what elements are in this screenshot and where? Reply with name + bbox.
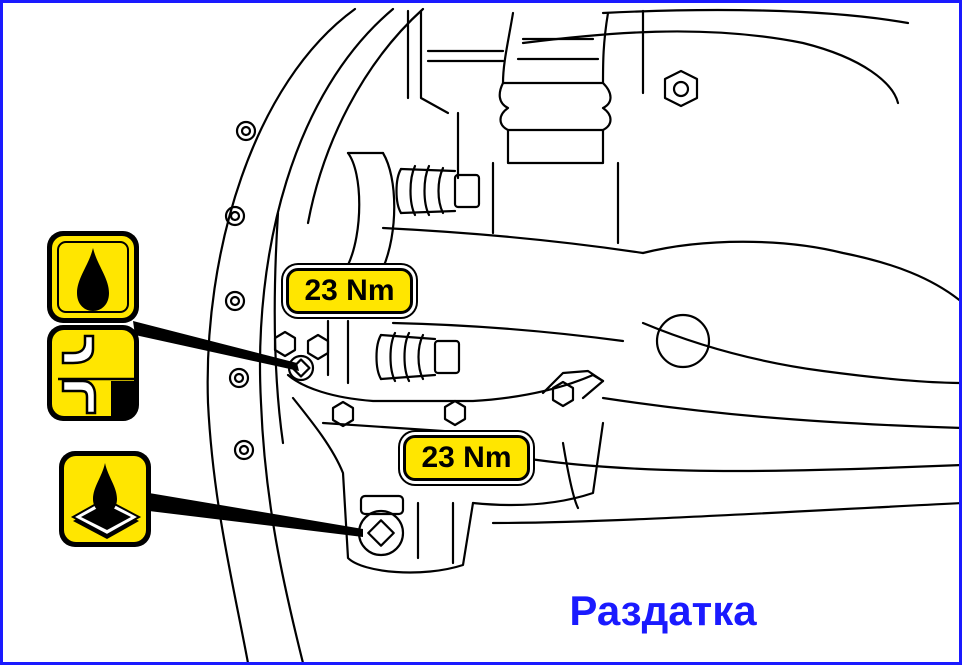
drain-plug-torque-label: 23 Nm (403, 435, 530, 481)
transfer-case-illustration (47, 7, 959, 662)
case-bolt-icon (273, 330, 575, 428)
flange-bolt-icon (224, 120, 257, 461)
housing-outline (206, 7, 425, 662)
rubber-boot (491, 11, 620, 245)
drain-plug (357, 494, 405, 557)
drain-plug-leader (149, 493, 363, 537)
fill-plug-leader (133, 321, 299, 371)
transfer-case-body (286, 369, 605, 574)
lower-spring-bolt (326, 319, 461, 385)
mounting-bolt-icon (663, 69, 699, 108)
diagram-caption: Раздатка (569, 587, 757, 634)
oil-drop-icon (47, 231, 139, 323)
oil-drain-icon (59, 451, 151, 547)
upper-spring-bolt (346, 151, 481, 270)
fill-plug-torque-label: 23 Nm (286, 268, 413, 314)
bracket-lines (406, 9, 645, 180)
oil-level-check-icon (47, 325, 139, 421)
